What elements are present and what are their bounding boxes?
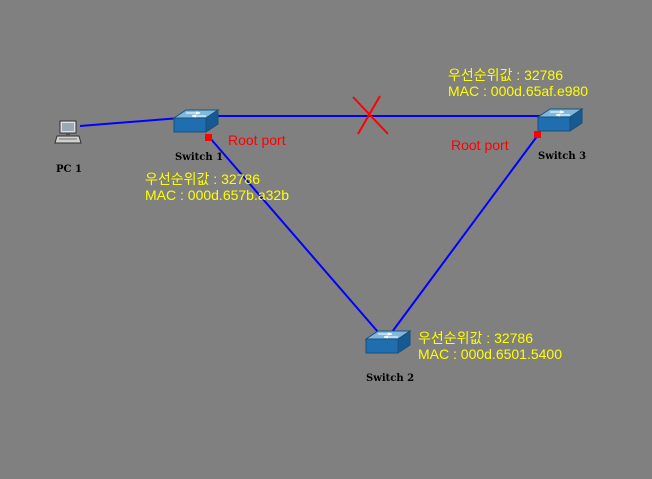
pc1-label: PC 1	[56, 164, 82, 175]
switch2-mac: MAC : 000d.6501.5400	[418, 346, 562, 362]
switch1-root-port-label: Root port	[228, 132, 286, 148]
switch2-label: Switch 2	[366, 373, 415, 384]
switch-icon	[536, 108, 584, 132]
switch-icon	[172, 109, 220, 133]
switch3-mac: MAC : 000d.65af.e980	[448, 83, 589, 99]
switch-icon	[364, 330, 412, 354]
switch3-priority: 우선순위값 : 32786	[448, 67, 563, 83]
root-port-marker-switch3	[534, 131, 541, 138]
switch1-label: Switch 1	[175, 152, 224, 163]
switch1-device[interactable]	[172, 106, 220, 136]
switch2-device[interactable]	[364, 327, 412, 357]
switch3-root-port-label: Root port	[451, 137, 509, 153]
link-switch1-switch2	[209, 137, 379, 333]
pc-icon	[54, 120, 82, 144]
switch1-priority: 우선순위값 : 32786	[145, 171, 260, 187]
pc1-device[interactable]	[54, 120, 82, 146]
switch2-info: 우선순위값 : 32786 MAC : 000d.6501.5400	[418, 330, 562, 362]
switch1-mac: MAC : 000d.657b.a32b	[145, 187, 289, 203]
link-switch3-switch2	[391, 134, 539, 333]
switch1-info: 우선순위값 : 32786 MAC : 000d.657b.a32b	[145, 171, 289, 203]
blocked-link-x-icon	[352, 95, 389, 135]
switch3-label: Switch 3	[538, 151, 587, 162]
link-pc1-switch1	[79, 117, 181, 127]
switch3-info: 우선순위값 : 32786 MAC : 000d.65af.e980	[448, 67, 588, 99]
switch2-priority: 우선순위값 : 32786	[418, 330, 533, 346]
root-port-marker-switch1	[205, 134, 212, 141]
switch3-device[interactable]	[536, 105, 584, 135]
